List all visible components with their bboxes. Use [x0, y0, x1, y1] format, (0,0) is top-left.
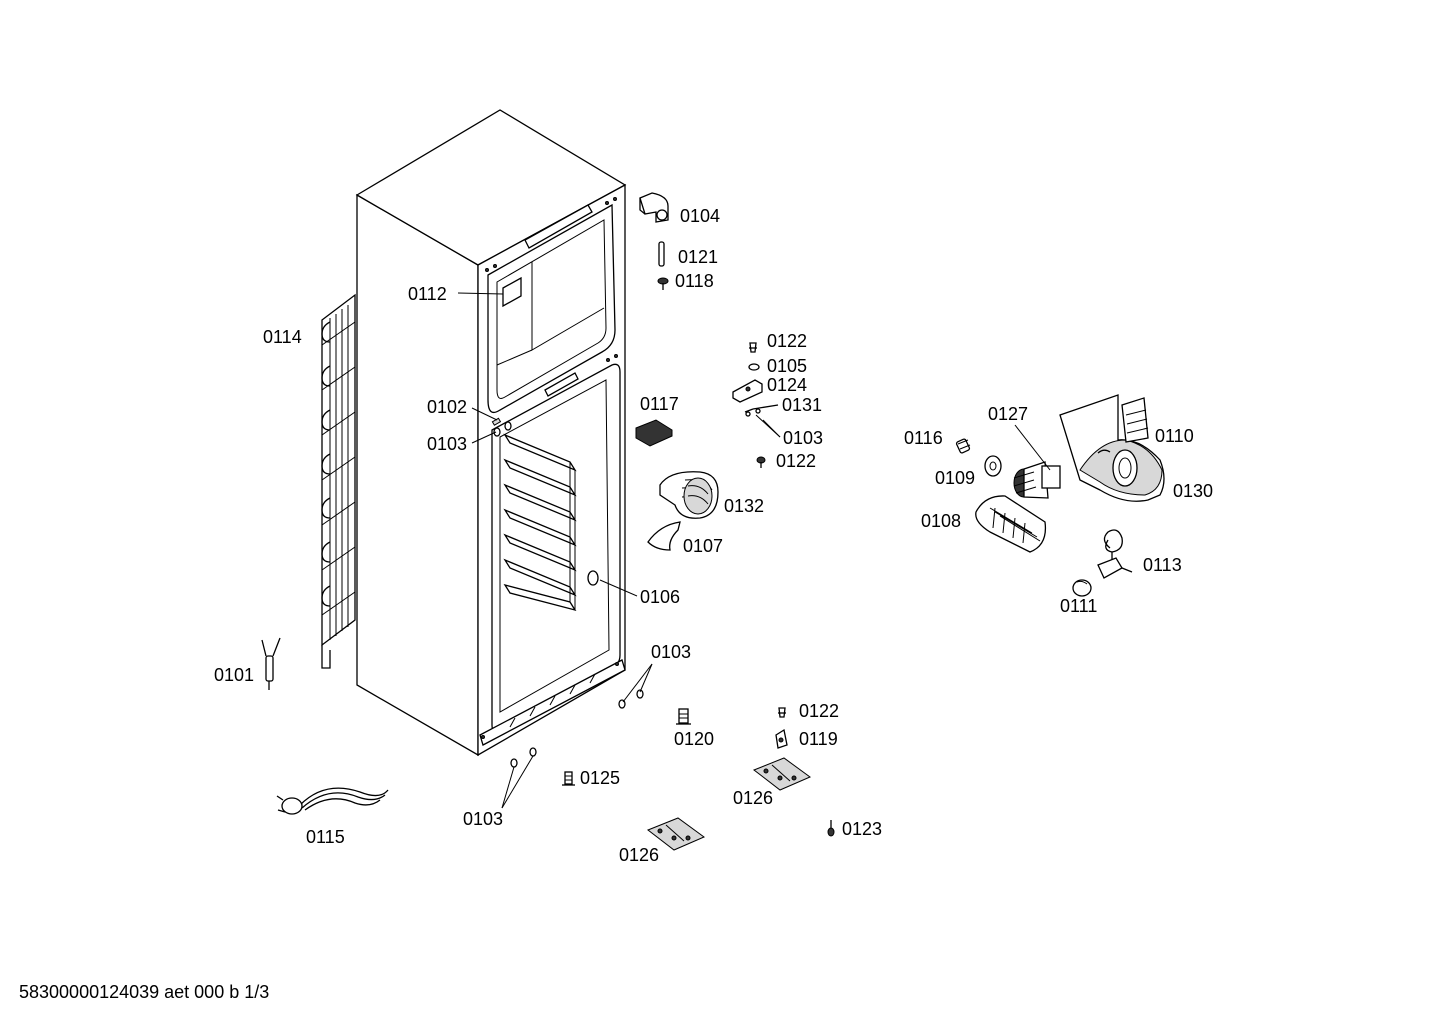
pins-0131	[744, 404, 779, 417]
fan-housing-0132	[659, 471, 719, 519]
hinge-plate-0126-b	[646, 817, 706, 851]
hinge-plate-0126-a	[752, 757, 812, 791]
fridge-cabinet	[355, 109, 627, 757]
label-0121: 0121	[678, 247, 718, 267]
part-labels: 0104 0121 0118 0112 0114 0122 0105 0124 …	[214, 206, 1213, 865]
ring-0109	[984, 455, 1002, 477]
label-0123: 0123	[842, 819, 882, 839]
label-0130: 0130	[1173, 481, 1213, 501]
label-0113: 0113	[1143, 555, 1182, 575]
power-cord-0115	[276, 787, 389, 815]
label-0115: 0115	[306, 827, 345, 847]
washer-0103-e	[510, 758, 518, 768]
screw-0122-c	[778, 707, 786, 718]
control-plate	[502, 276, 522, 308]
label-0108: 0108	[921, 511, 961, 531]
screw-0122-a	[749, 342, 757, 353]
label-0127: 0127	[988, 404, 1028, 424]
label-0103-b: 0103	[427, 434, 467, 454]
bulb-0111	[1072, 579, 1092, 597]
lamp-cover-0108	[975, 495, 1047, 553]
pin-0123	[827, 820, 835, 837]
label-0104: 0104	[680, 206, 720, 226]
cable-0101	[261, 637, 281, 690]
washer-0103-f	[529, 747, 537, 757]
label-0109: 0109	[935, 468, 975, 488]
screw-0125	[562, 771, 575, 786]
label-0111: 0111	[1060, 596, 1097, 616]
document-id: 58300000124039 aet 000 b 1/3	[19, 982, 269, 1002]
label-0117: 0117	[640, 394, 679, 414]
label-0122-c: 0122	[799, 701, 839, 721]
label-0126-a: 0126	[733, 788, 773, 808]
label-0102: 0102	[427, 397, 467, 417]
label-0122-a: 0122	[767, 331, 807, 351]
label-0106: 0106	[640, 587, 680, 607]
foot-0120	[676, 708, 691, 725]
label-0118: 0118	[675, 271, 714, 291]
label-0125: 0125	[580, 768, 620, 788]
knob-0116	[955, 438, 971, 454]
label-0107: 0107	[683, 536, 723, 556]
screw-0118	[657, 277, 669, 290]
label-0103-a: 0103	[783, 428, 823, 448]
label-0101: 0101	[214, 665, 254, 685]
label-0124: 0124	[767, 375, 807, 395]
cover-0117	[635, 419, 673, 447]
label-0105: 0105	[767, 356, 807, 376]
label-0131: 0131	[782, 395, 822, 415]
label-0120: 0120	[674, 729, 714, 749]
bracket-0124	[732, 379, 763, 403]
housing-0130	[1059, 394, 1165, 502]
deflector-0107	[647, 521, 681, 551]
lamp-cover-hole	[587, 570, 599, 586]
label-0116: 0116	[904, 428, 943, 448]
label-0112: 0112	[408, 284, 447, 304]
washer-0105	[748, 363, 760, 371]
label-0122-b: 0122	[776, 451, 816, 471]
condenser-coil	[321, 293, 356, 669]
label-0103-d: 0103	[463, 809, 503, 829]
label-0114: 0114	[263, 327, 302, 347]
thermostat-sensor-0113	[1097, 529, 1133, 579]
screw-0122-b	[756, 456, 766, 468]
lamp-0110	[1121, 397, 1149, 443]
label-0110: 0110	[1155, 426, 1194, 446]
hinge-top	[639, 192, 669, 223]
shelf-rails	[503, 433, 577, 612]
label-0119: 0119	[799, 729, 838, 749]
label-0126-b: 0126	[619, 845, 659, 865]
pin-0121	[658, 241, 665, 267]
bracket-0119	[775, 728, 788, 749]
leader-lines	[457, 292, 1051, 809]
thermostat-0127	[1013, 461, 1061, 499]
label-0132: 0132	[724, 496, 764, 516]
label-0103-c: 0103	[651, 642, 691, 662]
washer-0103-d	[636, 689, 644, 699]
